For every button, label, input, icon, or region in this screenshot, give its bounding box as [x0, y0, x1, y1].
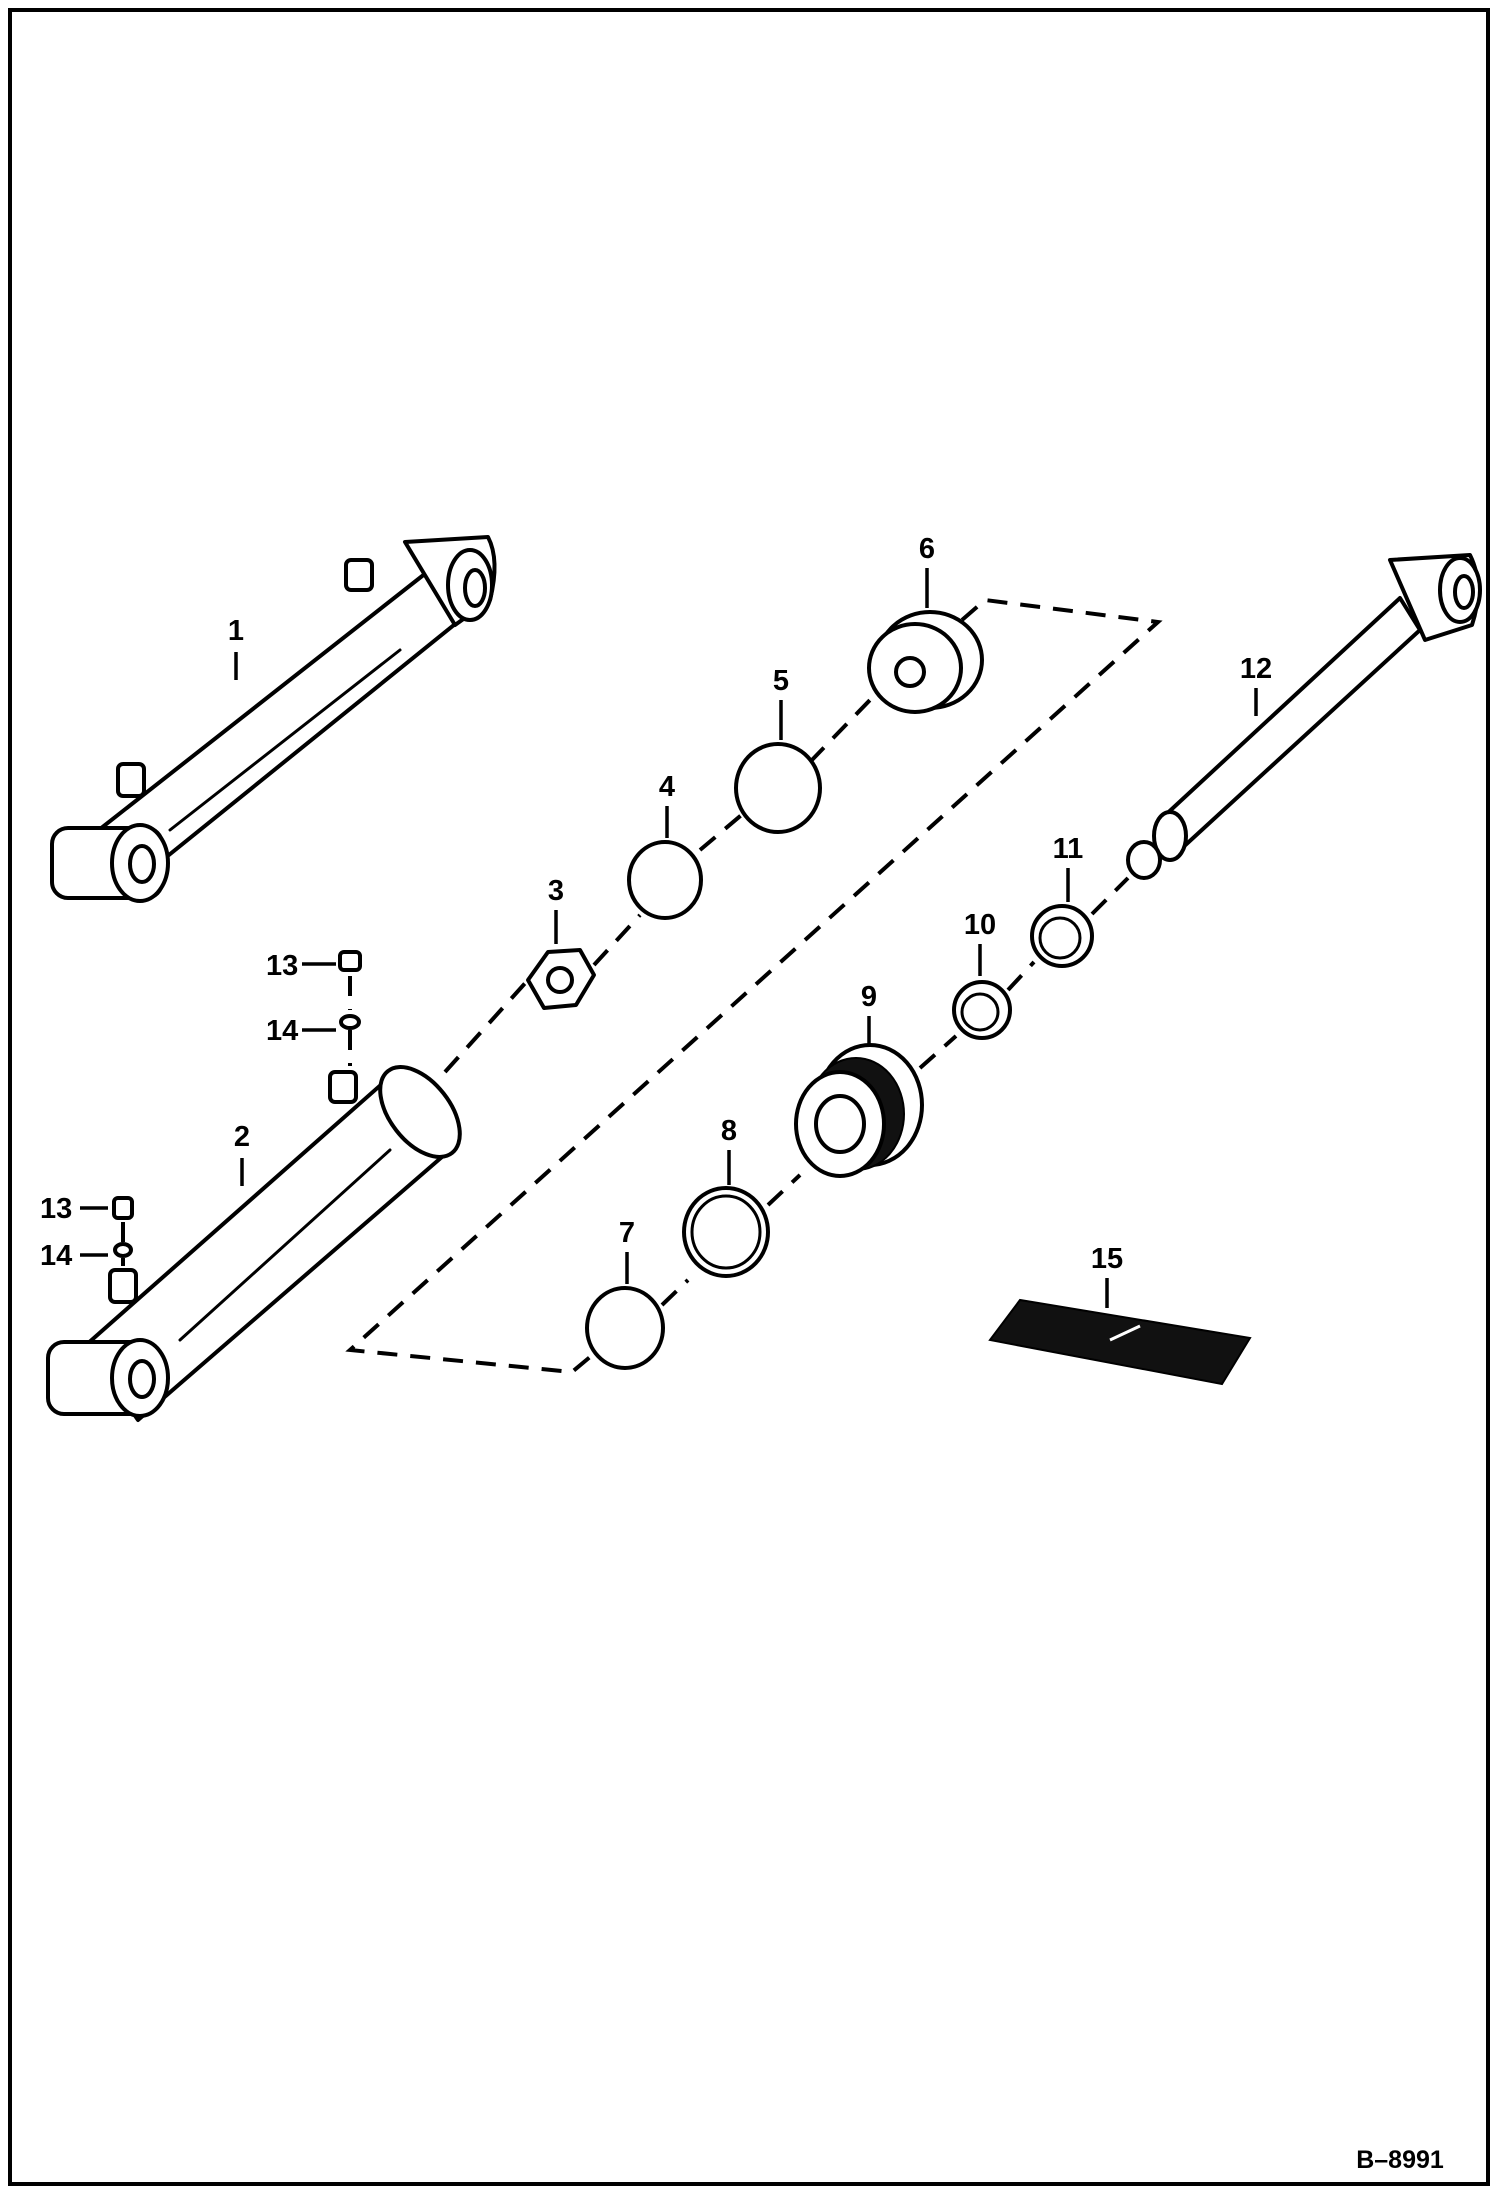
decal-part-15: [988, 1298, 1252, 1386]
piston-part-6: [867, 610, 984, 714]
seal-part-11: [1030, 904, 1094, 968]
cylinder-barrel-part-2: [46, 1065, 462, 1422]
leader-lines: [80, 568, 1258, 1308]
ring-part-4: [627, 840, 703, 920]
callout-14-lower: 14: [40, 1240, 72, 1272]
o-ring-part-14-lower: [113, 1242, 133, 1258]
callout-11: 11: [1053, 833, 1084, 865]
callout-5: 5: [773, 665, 789, 697]
nut-part-3: [526, 948, 596, 1010]
cylinder-assembly-part-1: [50, 535, 497, 903]
gland-part-9: [794, 1043, 924, 1178]
callout-7: 7: [619, 1217, 635, 1249]
callout-2: 2: [234, 1121, 250, 1153]
callout-15: 15: [1091, 1243, 1123, 1275]
page-border: [8, 8, 1490, 2186]
o-ring-part-14-upper: [339, 1014, 361, 1030]
callout-10: 10: [964, 909, 996, 941]
alignment-lines: [121, 597, 1163, 1375]
callout-3: 3: [548, 875, 564, 907]
ring-part-5: [734, 742, 822, 834]
callout-14-upper: 14: [266, 1015, 298, 1047]
callout-12: 12: [1240, 653, 1272, 685]
callout-9: 9: [861, 981, 877, 1013]
callout-4: 4: [659, 771, 675, 803]
fitting-part-13-upper: [338, 950, 362, 972]
ring-part-7: [585, 1286, 665, 1370]
ring-part-8: [682, 1186, 770, 1278]
seal-part-10: [952, 980, 1012, 1040]
callout-6: 6: [919, 533, 935, 565]
callout-13-lower: 13: [40, 1193, 72, 1225]
fitting-part-13-lower: [112, 1196, 134, 1220]
callout-1: 1: [228, 615, 244, 647]
piston-rod-part-12: [1126, 553, 1482, 880]
callout-13-upper: 13: [266, 950, 298, 982]
callout-8: 8: [721, 1115, 737, 1147]
figure-reference-id: B–8991: [1356, 2146, 1444, 2174]
